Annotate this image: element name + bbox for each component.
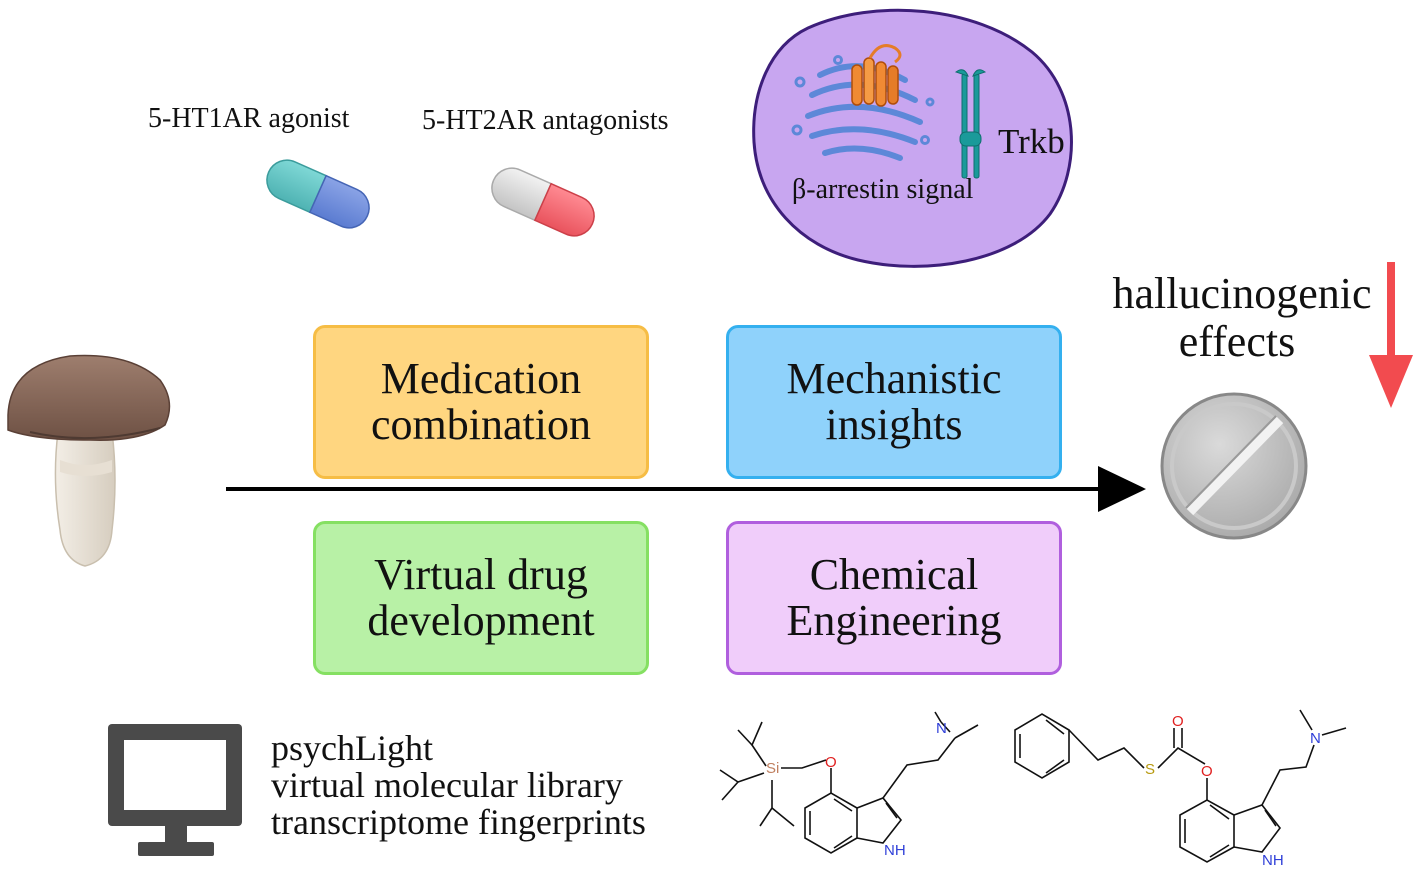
- molecule-silyl-ether: [719, 711, 979, 854]
- box-line: Engineering: [786, 596, 1002, 645]
- capsule-grey-red: [491, 167, 595, 237]
- virtual-drug-development-box: Virtual drug development: [313, 521, 649, 675]
- atom-o-1: O: [825, 754, 837, 771]
- computer-line: virtual molecular library: [271, 765, 623, 805]
- box-line: Mechanistic: [786, 354, 1002, 403]
- box-line: Chemical: [809, 550, 979, 599]
- hallucinogenic-label: hallucinogenic effects: [1097, 270, 1387, 366]
- box-line: development: [367, 596, 595, 645]
- computer-monitor-icon: [108, 724, 242, 856]
- atom-nh-2: NH: [1262, 852, 1284, 869]
- computer-line: psychLight: [271, 728, 433, 768]
- gpcr-receptor-icon: [851, 44, 902, 107]
- medication-combination-box: Medication combination: [313, 325, 649, 479]
- hallucinogenic-line-2: effects: [1178, 317, 1296, 366]
- atom-nh-1: NH: [884, 842, 906, 859]
- agonist-label: 5-HT1AR agonist: [148, 103, 350, 134]
- computer-line: transcriptome fingerprints: [271, 802, 646, 842]
- computer-text: psychLight virtual molecular library tra…: [271, 730, 646, 841]
- box-line: combination: [371, 400, 591, 449]
- atom-n-1: N: [936, 720, 947, 737]
- atom-o-2: O: [1172, 713, 1184, 730]
- box-line: Medication: [380, 354, 582, 403]
- chemical-engineering-box: Chemical Engineering: [726, 521, 1062, 675]
- box-line: Virtual drug: [374, 550, 588, 599]
- atom-si: Si: [766, 760, 780, 777]
- hallucinogenic-line-1: hallucinogenic: [1112, 269, 1372, 318]
- antagonists-label: 5-HT2AR antagonists: [422, 105, 669, 136]
- molecule-thiocarbonate: [1014, 709, 1347, 863]
- mushroom-icon: [7, 354, 171, 567]
- decrease-arrow-icon: [1369, 262, 1413, 408]
- capsule-teal-blue: [266, 159, 370, 229]
- mechanistic-insights-box: Mechanistic insights: [726, 325, 1062, 479]
- trkb-label: Trkb: [998, 122, 1065, 161]
- tablet-icon: [1160, 392, 1308, 540]
- box-line: insights: [825, 400, 963, 449]
- atom-o-3: O: [1201, 763, 1213, 780]
- trkb-receptor-icon: [954, 69, 987, 179]
- atom-s: S: [1145, 761, 1156, 778]
- atom-n-2: N: [1310, 730, 1321, 747]
- arrestin-label: β-arrestin signal: [792, 174, 974, 205]
- main-arrow-head: [1098, 466, 1146, 512]
